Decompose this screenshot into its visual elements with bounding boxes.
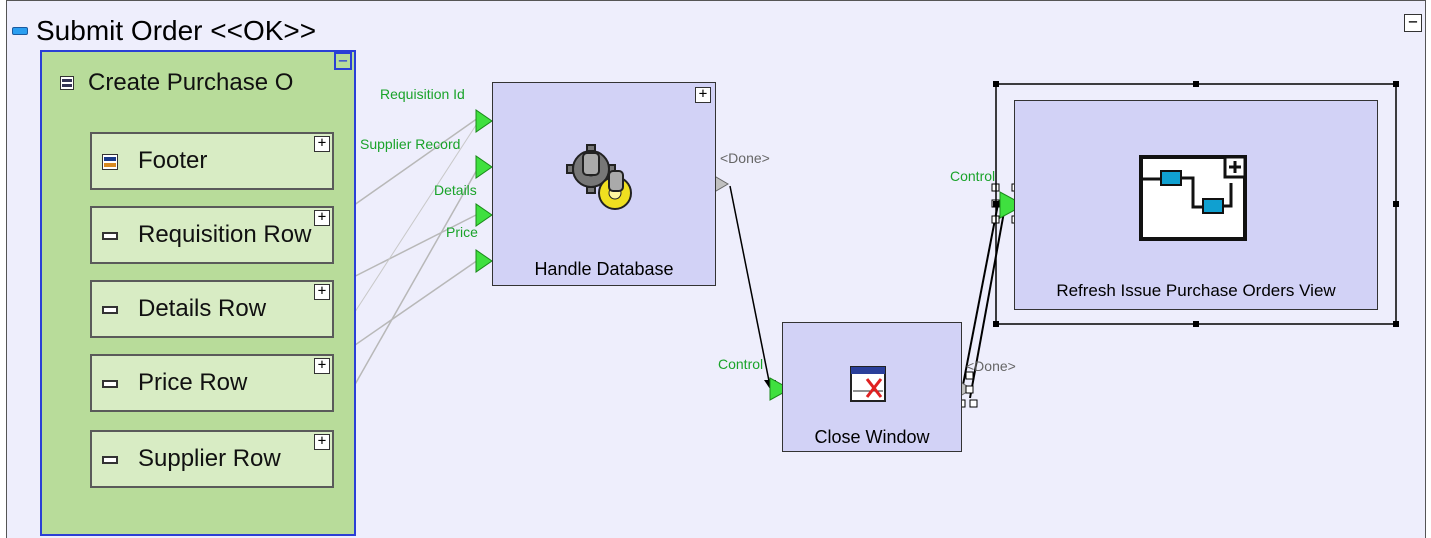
subprocess-icon bbox=[1139, 155, 1247, 241]
collapse-button[interactable]: − bbox=[1404, 14, 1422, 32]
port-price bbox=[475, 249, 493, 273]
connector-close-to-refresh-a bbox=[961, 203, 999, 391]
port-requisition-id bbox=[475, 109, 493, 133]
output-label-done: <Done> bbox=[720, 150, 770, 166]
row-supplier[interactable]: Supplier Row + bbox=[90, 430, 334, 488]
row-label: Requisition Row bbox=[138, 221, 312, 248]
row-requisition[interactable]: Requisition Row + bbox=[90, 206, 334, 264]
container-collapse-button[interactable]: − bbox=[334, 52, 352, 70]
row-icon bbox=[102, 456, 118, 464]
footer-icon bbox=[102, 154, 118, 170]
expand-button[interactable]: + bbox=[314, 284, 330, 300]
expand-button[interactable]: + bbox=[314, 434, 330, 450]
expand-button[interactable]: + bbox=[695, 87, 711, 103]
output-label-done: <Done> bbox=[966, 358, 1016, 374]
port-label-details: Details bbox=[434, 182, 477, 198]
port-label-supplier-record: Supplier Record bbox=[360, 136, 461, 152]
form-icon bbox=[60, 76, 74, 90]
connector-done-to-close bbox=[729, 185, 771, 387]
order-icon bbox=[12, 27, 28, 35]
port-label-control: Control bbox=[950, 168, 996, 184]
port-details bbox=[475, 203, 493, 227]
container-title: Create Purchase O bbox=[88, 69, 294, 96]
expand-button[interactable]: + bbox=[314, 358, 330, 374]
node-label: Close Window bbox=[814, 427, 930, 447]
row-label: Supplier Row bbox=[138, 445, 281, 472]
close-window-icon bbox=[850, 366, 886, 402]
row-icon bbox=[102, 232, 118, 240]
connector-close-to-refresh-b bbox=[969, 211, 1005, 399]
port-label-price: Price bbox=[446, 224, 478, 240]
page-title: Submit Order <<OK>> bbox=[36, 15, 317, 46]
row-label: Footer bbox=[138, 147, 208, 174]
row-icon bbox=[102, 306, 118, 314]
close-window-node[interactable]: Close Window bbox=[782, 322, 962, 452]
row-label: Price Row bbox=[138, 369, 248, 396]
port-control-close bbox=[769, 377, 792, 401]
row-label: Details Row bbox=[138, 295, 267, 322]
row-details[interactable]: Details Row + bbox=[90, 280, 334, 338]
port-label-control: Control bbox=[718, 356, 764, 372]
refresh-view-node[interactable]: Refresh Issue Purchase Orders View bbox=[1014, 100, 1378, 310]
row-icon bbox=[102, 380, 118, 388]
gears-icon bbox=[566, 144, 632, 210]
expand-button[interactable]: + bbox=[314, 136, 330, 152]
row-footer[interactable]: Footer + bbox=[90, 132, 334, 190]
port-control-refresh bbox=[999, 191, 1026, 219]
node-label: Handle Database bbox=[534, 259, 674, 279]
port-supplier-record bbox=[475, 155, 493, 179]
node-label: Refresh Issue Purchase Orders View bbox=[1056, 281, 1336, 300]
handle-database-node[interactable]: + Handle Database bbox=[492, 82, 716, 286]
row-price[interactable]: Price Row + bbox=[90, 354, 334, 412]
expand-button[interactable]: + bbox=[314, 210, 330, 226]
selection-frame-handles bbox=[993, 81, 1399, 327]
port-label-requisition-id: Requisition Id bbox=[380, 86, 465, 102]
